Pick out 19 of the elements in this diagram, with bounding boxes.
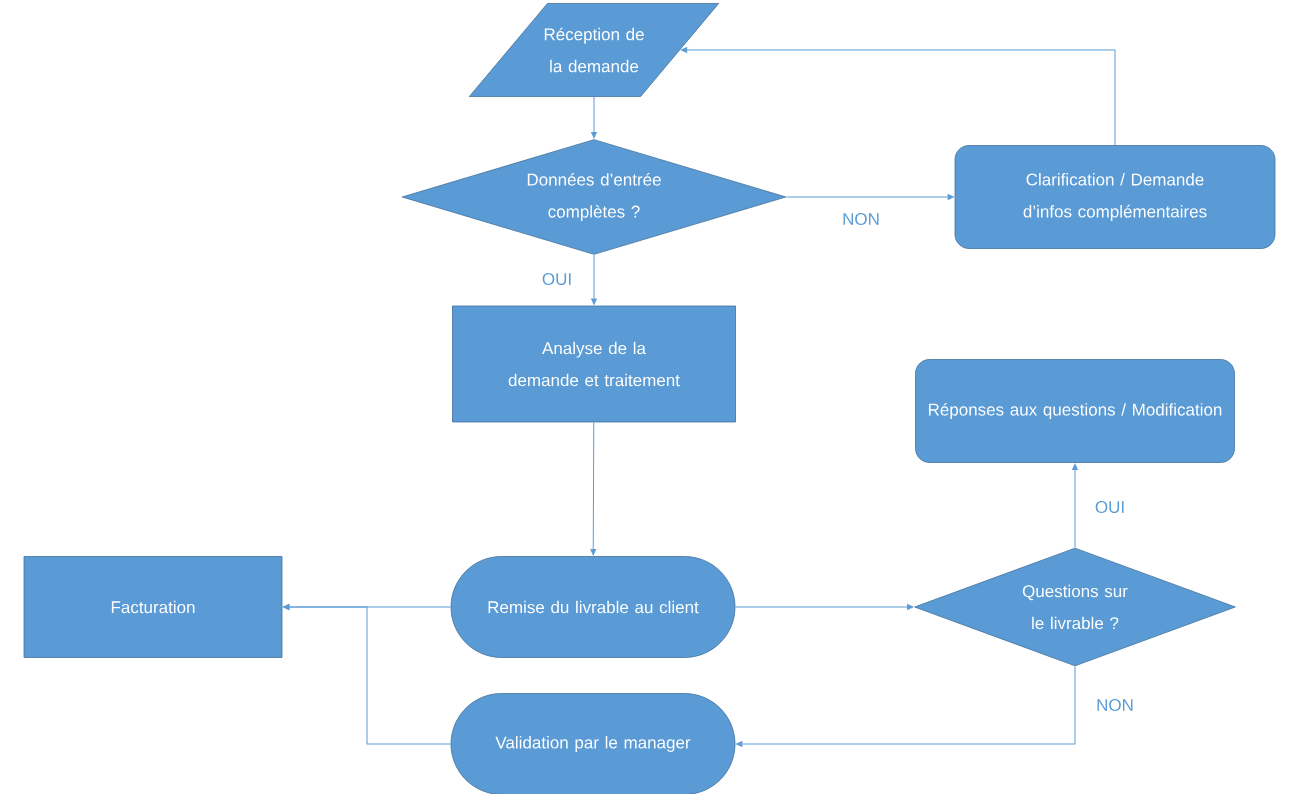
arrow — [785, 194, 954, 200]
arrow — [283, 604, 452, 745]
arrow — [591, 96, 597, 139]
edge-label: NON — [843, 213, 879, 225]
arrow — [1072, 463, 1078, 549]
terminal-box: Validation par le manager — [450, 693, 736, 794]
edge-label: NON — [1097, 698, 1133, 711]
arrow — [734, 604, 914, 610]
input-parallelogram: Réception de la demande — [468, 3, 720, 97]
edge-label: OUI — [542, 273, 571, 285]
arrow — [680, 47, 1116, 146]
process-box: Réponses aux questions / Modification — [915, 359, 1235, 463]
terminal-box: Remise du livrable au client — [450, 556, 736, 658]
arrow — [736, 665, 1076, 747]
arrow — [590, 421, 597, 556]
edge-label: OUI — [1095, 500, 1124, 513]
process-box: Clarification / Demande d’infos complémentaires — [954, 145, 1276, 249]
process-box: Facturation — [23, 556, 283, 658]
arrow — [591, 254, 597, 305]
